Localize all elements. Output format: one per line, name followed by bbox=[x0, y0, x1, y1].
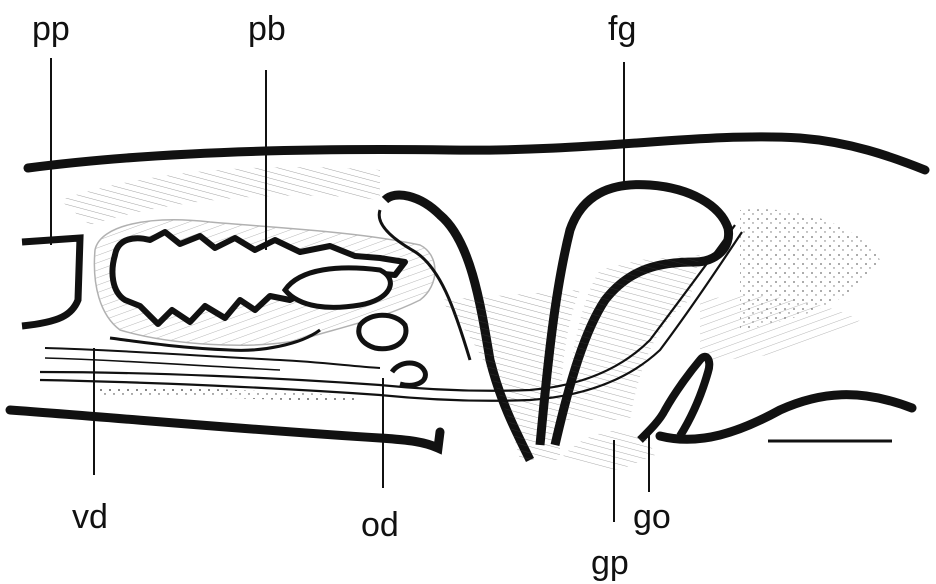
vas-deferens-2 bbox=[45, 358, 280, 370]
ventral-stipple bbox=[100, 388, 360, 402]
label-od: od bbox=[361, 508, 399, 542]
gonopore bbox=[640, 357, 709, 440]
genital-pore-tissue bbox=[560, 430, 655, 470]
dorsal-tissue bbox=[60, 167, 380, 225]
dorsal-body-wall bbox=[28, 137, 925, 170]
label-pb: pb bbox=[248, 12, 286, 46]
label-vd: vd bbox=[72, 500, 108, 534]
small-loop bbox=[392, 363, 425, 385]
small-knob bbox=[359, 315, 406, 349]
label-fg: fg bbox=[608, 12, 636, 46]
label-pp: pp bbox=[32, 12, 70, 46]
vas-deferens bbox=[45, 348, 380, 368]
penis-papilla bbox=[22, 238, 80, 326]
label-go: go bbox=[633, 500, 671, 534]
posterior-tissue bbox=[700, 296, 860, 360]
ventral-body-wall-left bbox=[10, 410, 440, 448]
label-gp: gp bbox=[591, 546, 629, 580]
